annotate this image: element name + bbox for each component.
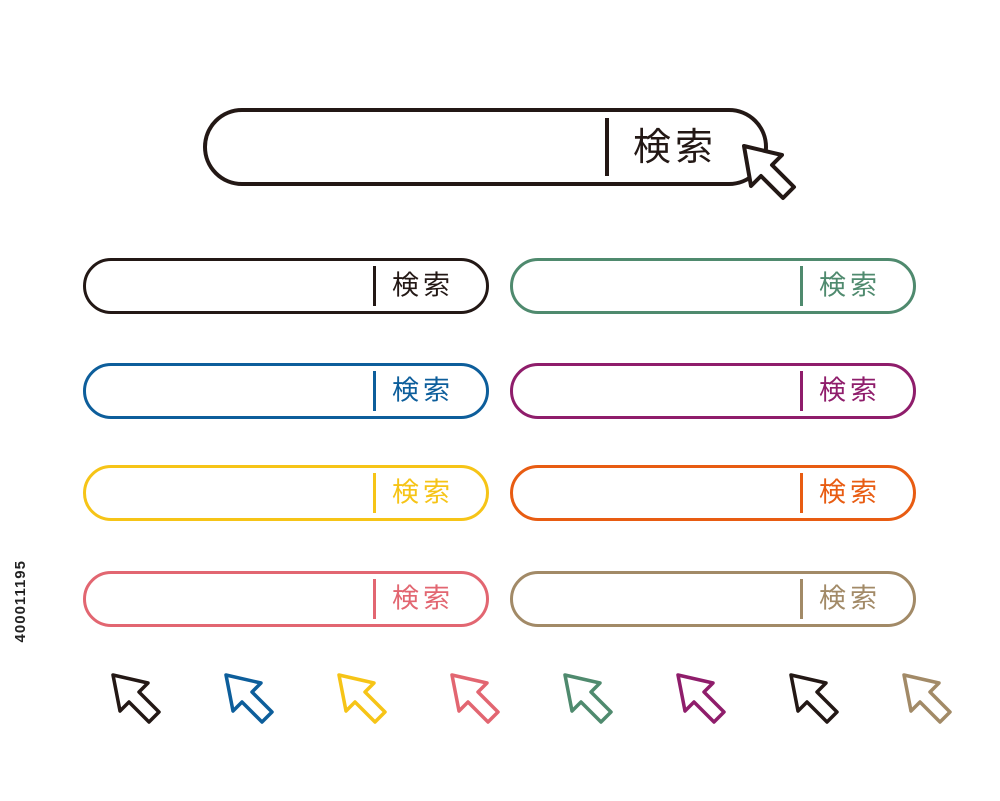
pointer-cursor-shape	[563, 673, 613, 724]
text-cursor-divider	[373, 371, 376, 411]
pointer-cursor-icon-black-2	[789, 673, 839, 724]
text-cursor-divider	[605, 118, 609, 176]
search-bar-orange[interactable]: 検索	[510, 465, 916, 521]
pointer-cursor-icon-pink	[450, 673, 500, 724]
search-label: 検索	[819, 477, 881, 509]
main-pointer-cursor-icon	[742, 144, 796, 200]
search-bar-brown[interactable]: 検索	[510, 571, 916, 627]
pointer-cursor-icon-green	[563, 673, 613, 724]
pointer-cursor-icon-purple	[676, 673, 726, 724]
stock-id-text: 400011195	[12, 560, 29, 643]
search-label: 検索	[392, 270, 454, 302]
main-search-bar[interactable]: 検索	[203, 108, 768, 186]
pointer-cursor-shape	[111, 673, 161, 724]
text-cursor-divider	[800, 579, 803, 619]
search-bar-yellow[interactable]: 検索	[83, 465, 489, 521]
text-cursor-divider	[373, 579, 376, 619]
search-label: 検索	[392, 375, 454, 407]
search-label: 検索	[819, 270, 881, 302]
search-bar-black[interactable]: 検索	[83, 258, 489, 314]
pointer-cursor-icon-brown	[902, 673, 952, 724]
pointer-cursor-icon-blue	[224, 673, 274, 724]
search-label: 検索	[392, 477, 454, 509]
text-cursor-divider	[800, 473, 803, 513]
search-bar-green[interactable]: 検索	[510, 258, 916, 314]
main-pointer-cursor-shape	[742, 144, 796, 200]
search-label: 検索	[819, 583, 881, 615]
search-bar-purple[interactable]: 検索	[510, 363, 916, 419]
search-label: 検索	[819, 375, 881, 407]
search-label: 検索	[392, 583, 454, 615]
text-cursor-divider	[800, 266, 803, 306]
pointer-cursor-shape	[902, 673, 952, 724]
pointer-cursor-shape	[337, 673, 387, 724]
pointer-cursor-icon-yellow	[337, 673, 387, 724]
text-cursor-divider	[373, 266, 376, 306]
text-cursor-divider	[800, 371, 803, 411]
search-bar-blue[interactable]: 検索	[83, 363, 489, 419]
pointer-cursor-shape	[789, 673, 839, 724]
pointer-cursor-shape	[676, 673, 726, 724]
pointer-cursor-shape	[224, 673, 274, 724]
pointer-cursor-icon-black	[111, 673, 161, 724]
search-bar-pink[interactable]: 検索	[83, 571, 489, 627]
text-cursor-divider	[373, 473, 376, 513]
search-label: 検索	[633, 125, 718, 169]
pointer-cursor-shape	[450, 673, 500, 724]
